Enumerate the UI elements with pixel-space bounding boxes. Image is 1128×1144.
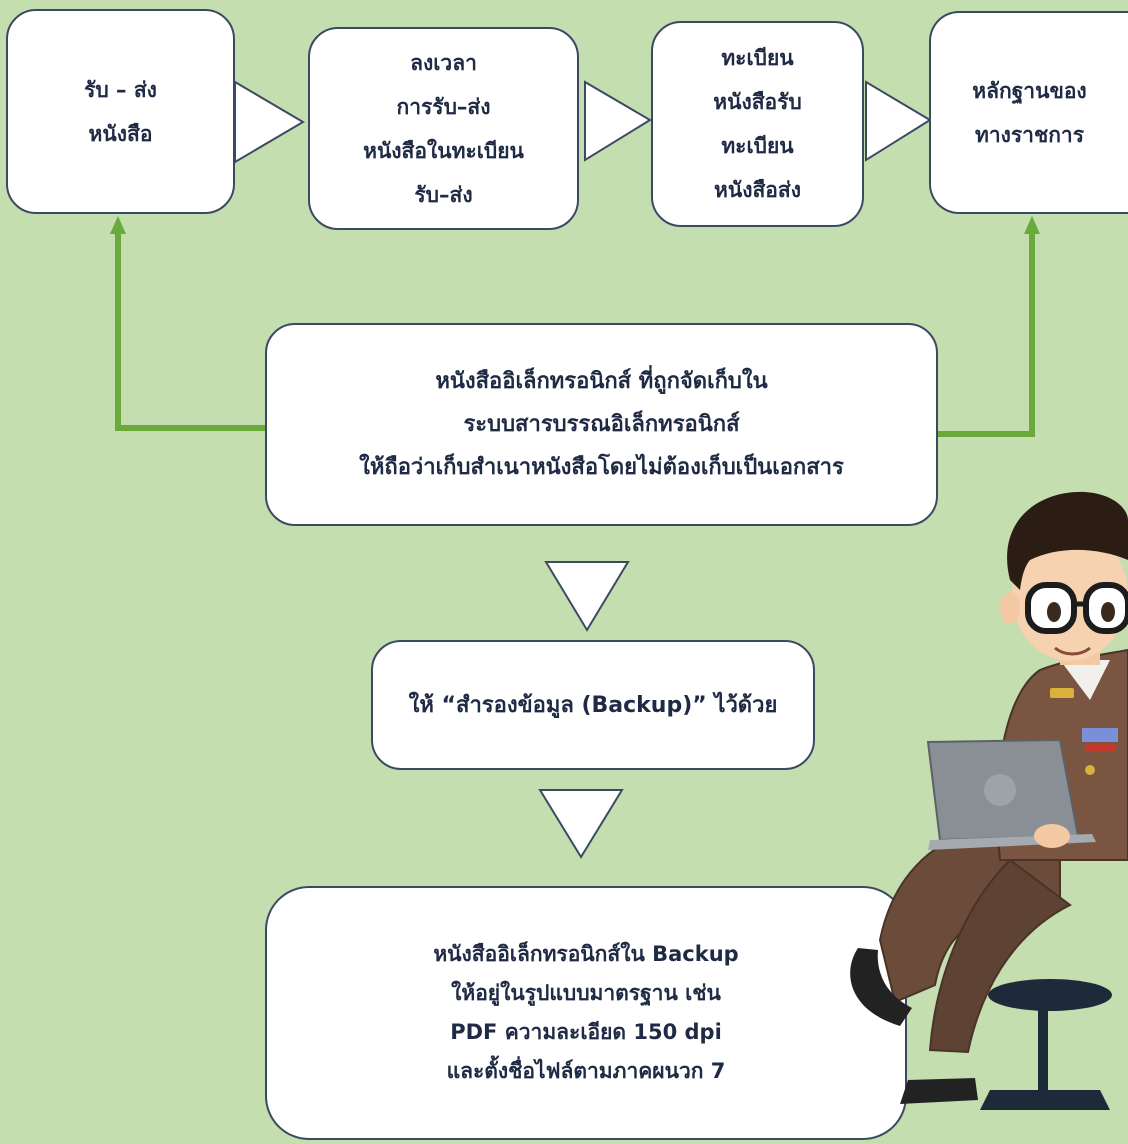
note-text: ให้ “สำรองข้อมูล (Backup)” ไว้ด้วย — [408, 692, 778, 718]
connector-right — [932, 232, 1035, 437]
officer-figure — [850, 491, 1128, 1110]
connector-right-arrowhead — [1024, 216, 1040, 234]
step-text: การรับ–ส่ง — [396, 94, 491, 119]
note-text: ระบบสารบรรณอิเล็กทรอนิกส์ — [463, 412, 740, 437]
step-box-receive-send: รับ – ส่ง หนังสือ — [6, 9, 235, 214]
chevron-right-icon — [865, 80, 932, 162]
chevron-down-icon — [544, 561, 630, 632]
step-text: ทะเบียน — [721, 134, 794, 158]
step-text: รับ – ส่ง — [84, 77, 157, 102]
note-text: หนังสืออิเล็กทรอนิกส์ใน Backup — [433, 942, 739, 966]
note-text: PDF ความละเอียด 150 dpi — [450, 1020, 722, 1044]
step-text: ทางราชการ — [975, 122, 1084, 147]
chevron-down-icon — [538, 789, 624, 859]
step-box-official-evidence: หลักฐานของ ทางราชการ — [929, 11, 1128, 214]
step-text: หลักฐานของ — [972, 78, 1087, 103]
connector-left-arrowhead — [110, 216, 126, 234]
connector-left — [115, 232, 272, 431]
step-text: หนังสือส่ง — [714, 178, 801, 202]
step-box-log-time: ลงเวลา การรับ–ส่ง หนังสือในทะเบียน รับ–ส… — [308, 27, 579, 230]
chevron-right-icon — [234, 80, 305, 164]
note-text: ให้ถือว่าเก็บสำเนาหนังสือโดยไม่ต้องเก็บเ… — [359, 455, 844, 480]
step-text: หนังสือในทะเบียน — [363, 138, 524, 163]
backup-format-note: หนังสืออิเล็กทรอนิกส์ใน Backup ให้อยู่ใน… — [265, 886, 907, 1140]
electronic-document-note: หนังสืออิเล็กทรอนิกส์ ที่ถูกจัดเก็บใน ระ… — [265, 323, 938, 526]
step-box-registers: ทะเบียน หนังสือรับ ทะเบียน หนังสือส่ง — [651, 21, 864, 227]
chevron-right-icon — [584, 80, 652, 162]
note-text: ให้อยู่ในรูปแบบมาตรฐาน เช่น — [451, 981, 721, 1005]
step-text: ทะเบียน — [721, 46, 794, 70]
step-text: รับ–ส่ง — [414, 182, 473, 207]
backup-note: ให้ “สำรองข้อมูล (Backup)” ไว้ด้วย — [371, 640, 815, 770]
step-text: หนังสือ — [88, 121, 153, 146]
step-text: ลงเวลา — [410, 50, 477, 75]
step-text: หนังสือรับ — [713, 90, 802, 114]
note-text: หนังสืออิเล็กทรอนิกส์ ที่ถูกจัดเก็บใน — [435, 369, 768, 394]
note-text: และตั้งชื่อไฟล์ตามภาคผนวก 7 — [446, 1059, 726, 1083]
